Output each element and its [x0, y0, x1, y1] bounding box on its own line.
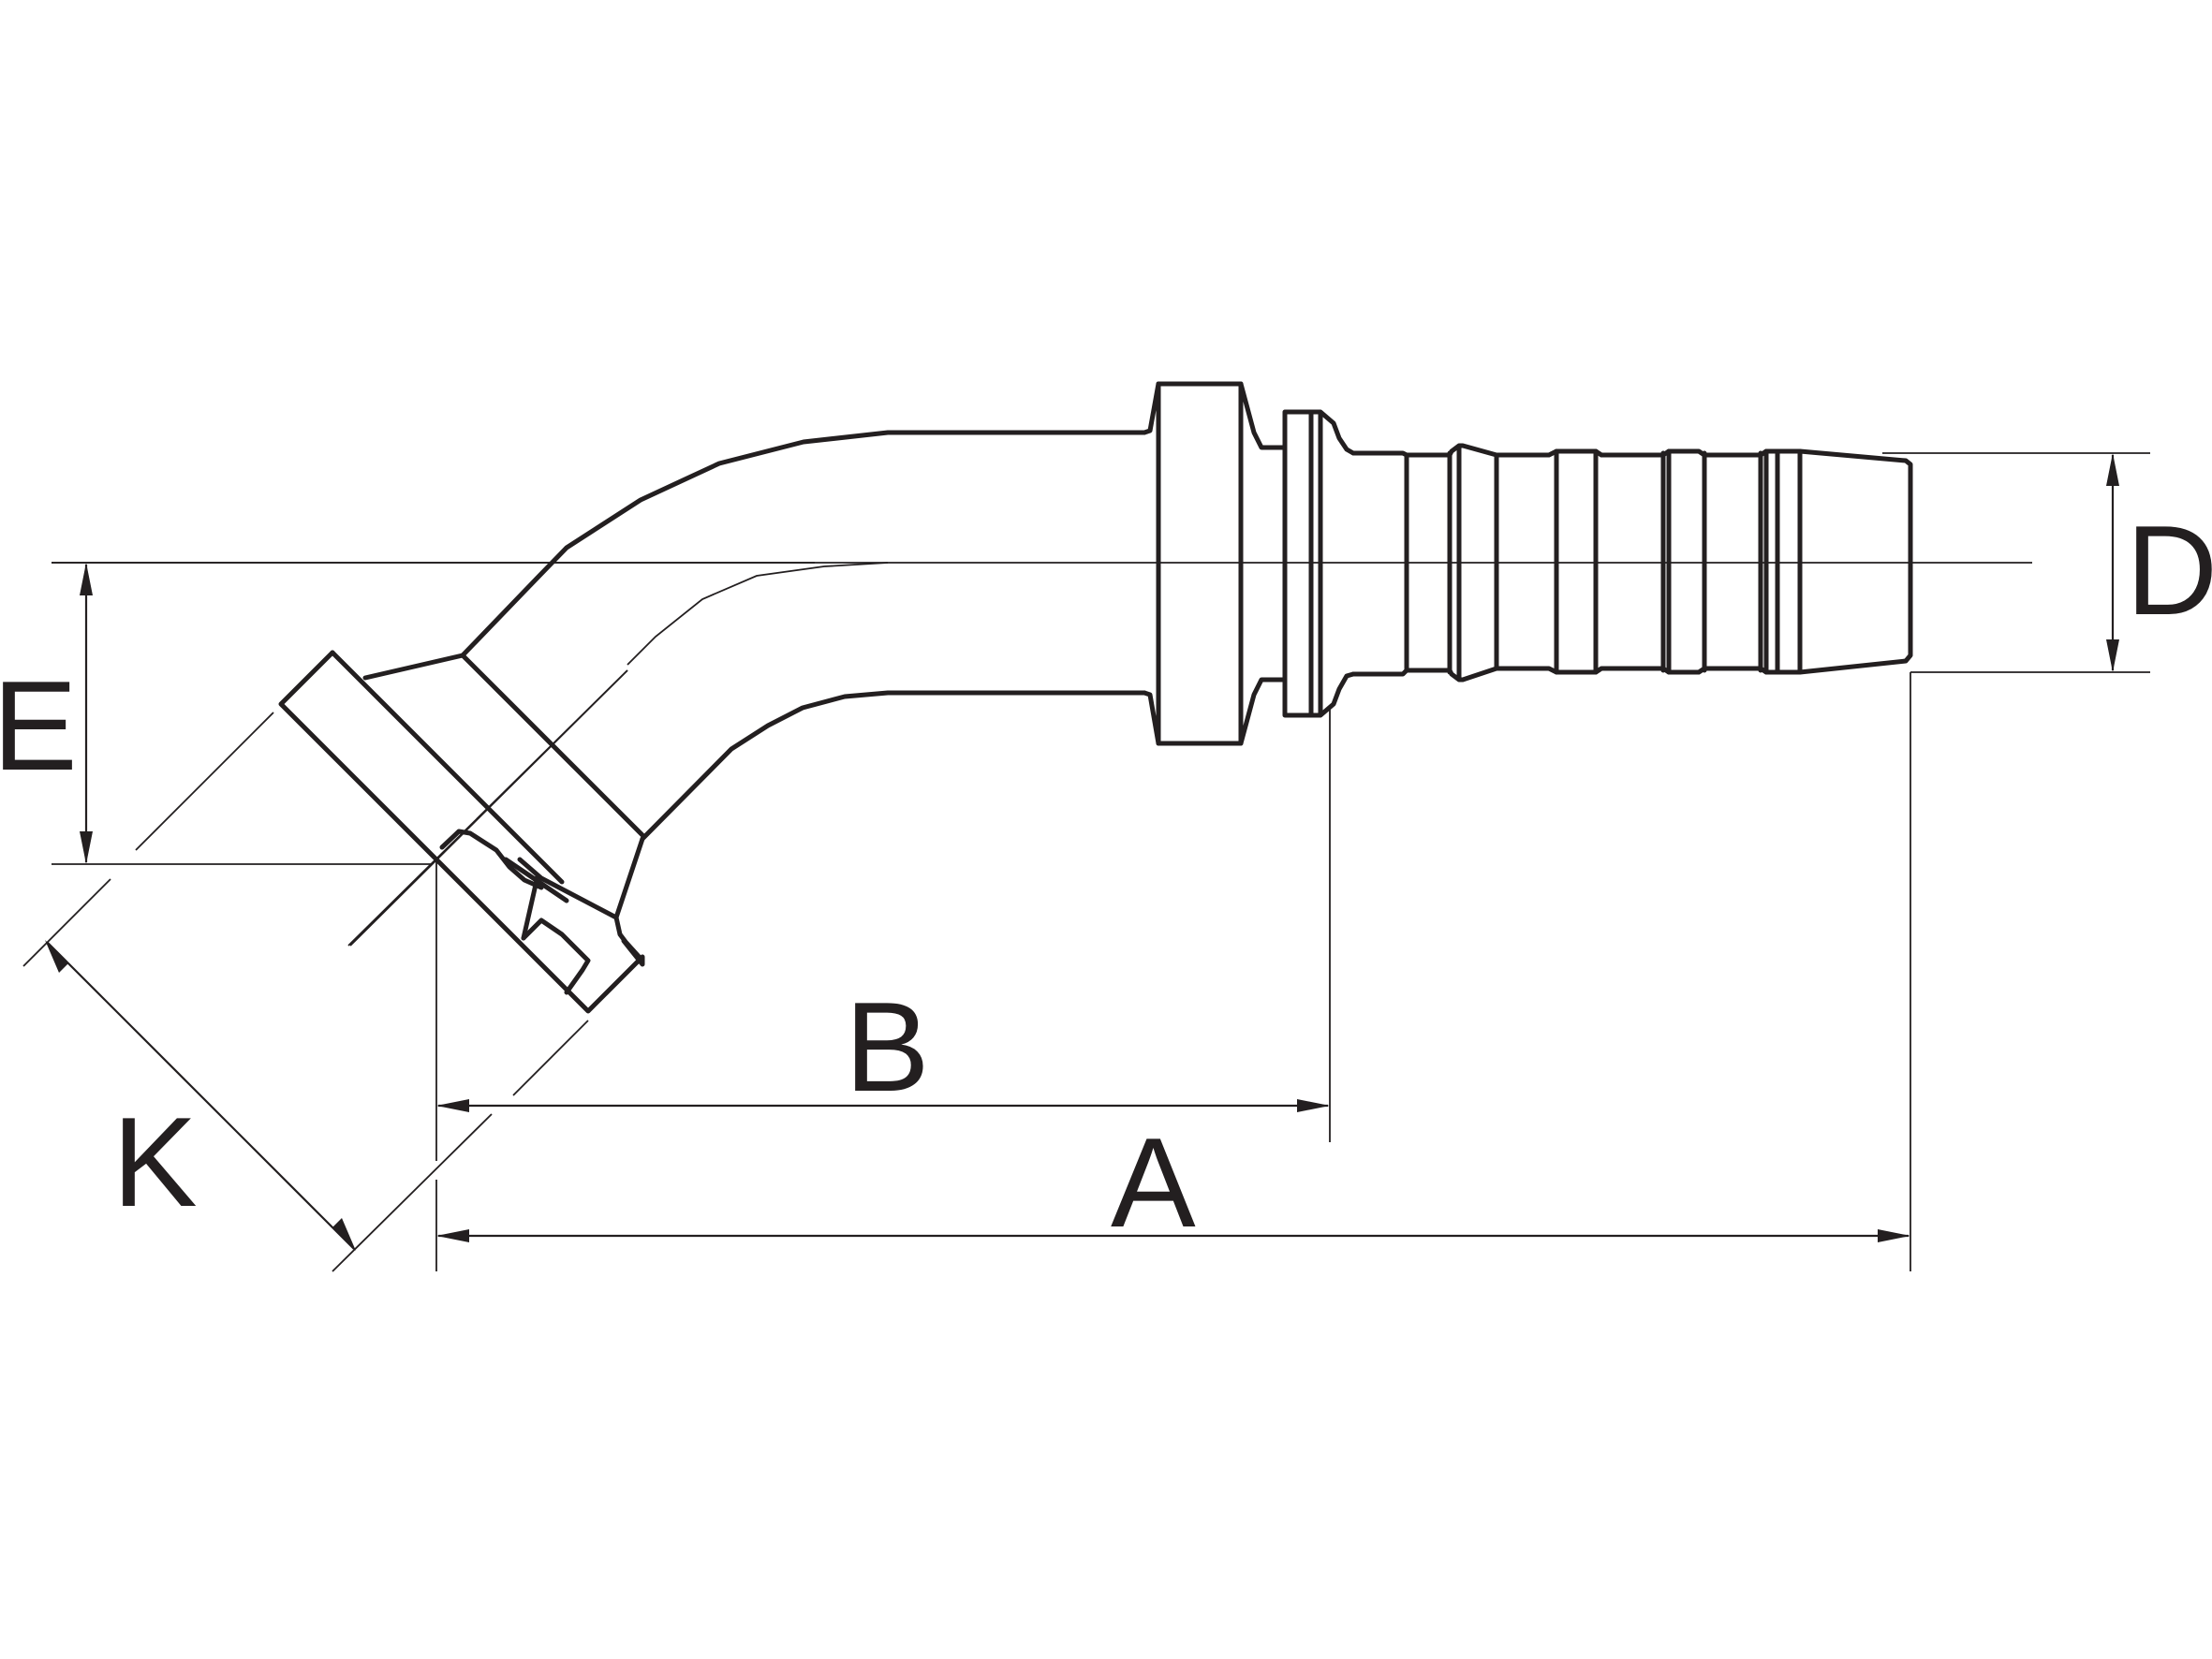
dimension-label-a: A: [1111, 1111, 1196, 1254]
dimension-e: [80, 563, 93, 864]
dimension-label-b: B: [845, 976, 930, 1118]
dimension-b: [436, 1099, 1330, 1112]
fitting-body: [278, 381, 1913, 1014]
center-lines: [52, 562, 2032, 947]
dimension-a: [436, 1229, 1910, 1242]
extension-lines: [22, 452, 2150, 1272]
dimension-label-k: K: [112, 1091, 198, 1233]
dimension-k: [45, 940, 356, 1251]
dimension-label-d: D: [2126, 499, 2212, 641]
dimension-d: [2106, 453, 2119, 672]
dimension-label-e: E: [0, 654, 78, 797]
